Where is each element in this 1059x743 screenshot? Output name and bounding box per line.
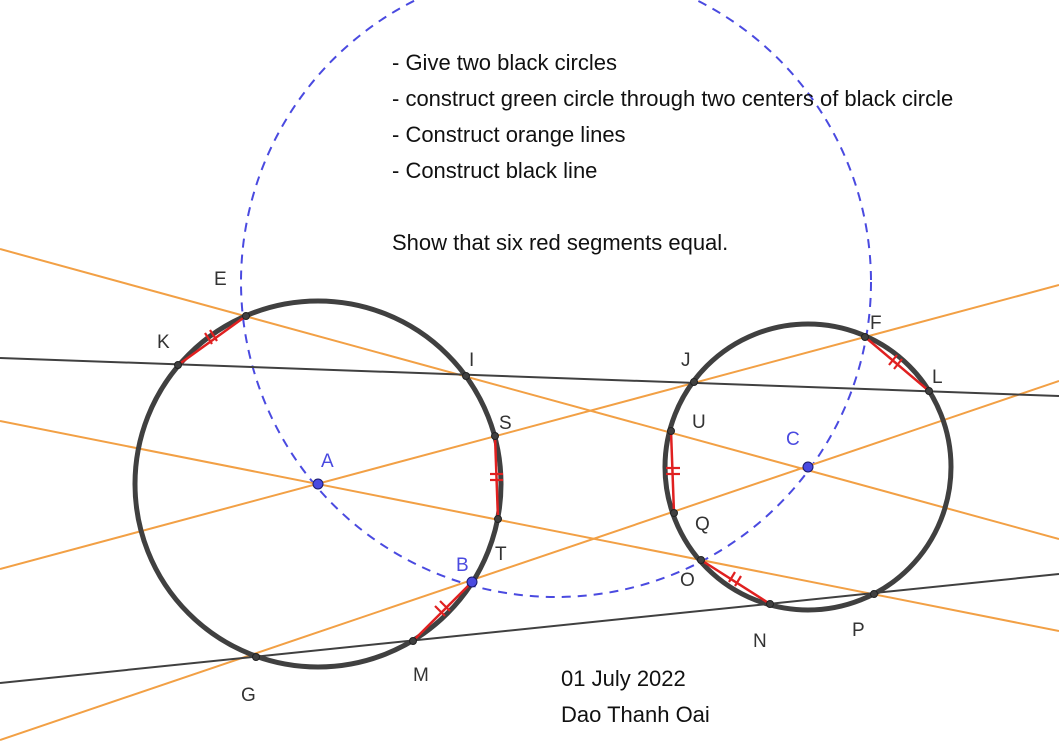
label-b: B bbox=[456, 555, 469, 576]
tick-marks bbox=[204, 329, 903, 617]
red-segment-u-q bbox=[669, 430, 676, 514]
label-j: J bbox=[681, 350, 691, 371]
label-i: I bbox=[469, 350, 474, 371]
point-b bbox=[466, 576, 478, 588]
instruction-3: - Construct orange lines bbox=[392, 122, 626, 147]
label-s: S bbox=[499, 413, 512, 434]
task-text: Show that six red segments equal. bbox=[392, 230, 729, 255]
instruction-1: - Give two black circles bbox=[392, 50, 617, 75]
orange-line-a-f bbox=[0, 284, 1059, 570]
label-m: M bbox=[413, 665, 429, 686]
point-a bbox=[312, 478, 324, 490]
label-q: Q bbox=[695, 514, 710, 535]
red-segment-o-n bbox=[700, 558, 771, 606]
left-black-circle bbox=[132, 298, 504, 670]
orange-line-a-p bbox=[0, 420, 1059, 632]
label-c: C bbox=[786, 429, 800, 450]
red-segment-b-m bbox=[412, 581, 473, 642]
label-e: E bbox=[214, 269, 227, 290]
black-line-g-p bbox=[0, 573, 1059, 684]
red-segment-k-e bbox=[177, 314, 247, 367]
intersection-points bbox=[174, 312, 933, 661]
instruction-4: - Construct black line bbox=[392, 158, 598, 183]
dashed-circle bbox=[240, 0, 872, 598]
label-g: G bbox=[241, 685, 256, 706]
label-t: T bbox=[495, 544, 507, 565]
right-black-circle bbox=[662, 321, 954, 613]
author-text: Dao Thanh Oai bbox=[561, 702, 710, 727]
orange-line-g-c bbox=[0, 380, 1059, 741]
label-a: A bbox=[321, 451, 334, 472]
label-k: K bbox=[157, 332, 170, 353]
label-l: L bbox=[932, 367, 943, 388]
label-f: F bbox=[870, 313, 882, 334]
orange-line-e-c bbox=[0, 248, 1059, 540]
date-text: 01 July 2022 bbox=[561, 666, 686, 691]
point-c bbox=[802, 461, 814, 473]
label-u: U bbox=[692, 412, 706, 433]
red-segment-s-t bbox=[493, 435, 500, 520]
label-p: P bbox=[852, 620, 865, 641]
label-n: N bbox=[753, 631, 767, 652]
instruction-2: - construct green circle through two cen… bbox=[392, 86, 954, 111]
label-o: O bbox=[680, 570, 695, 591]
